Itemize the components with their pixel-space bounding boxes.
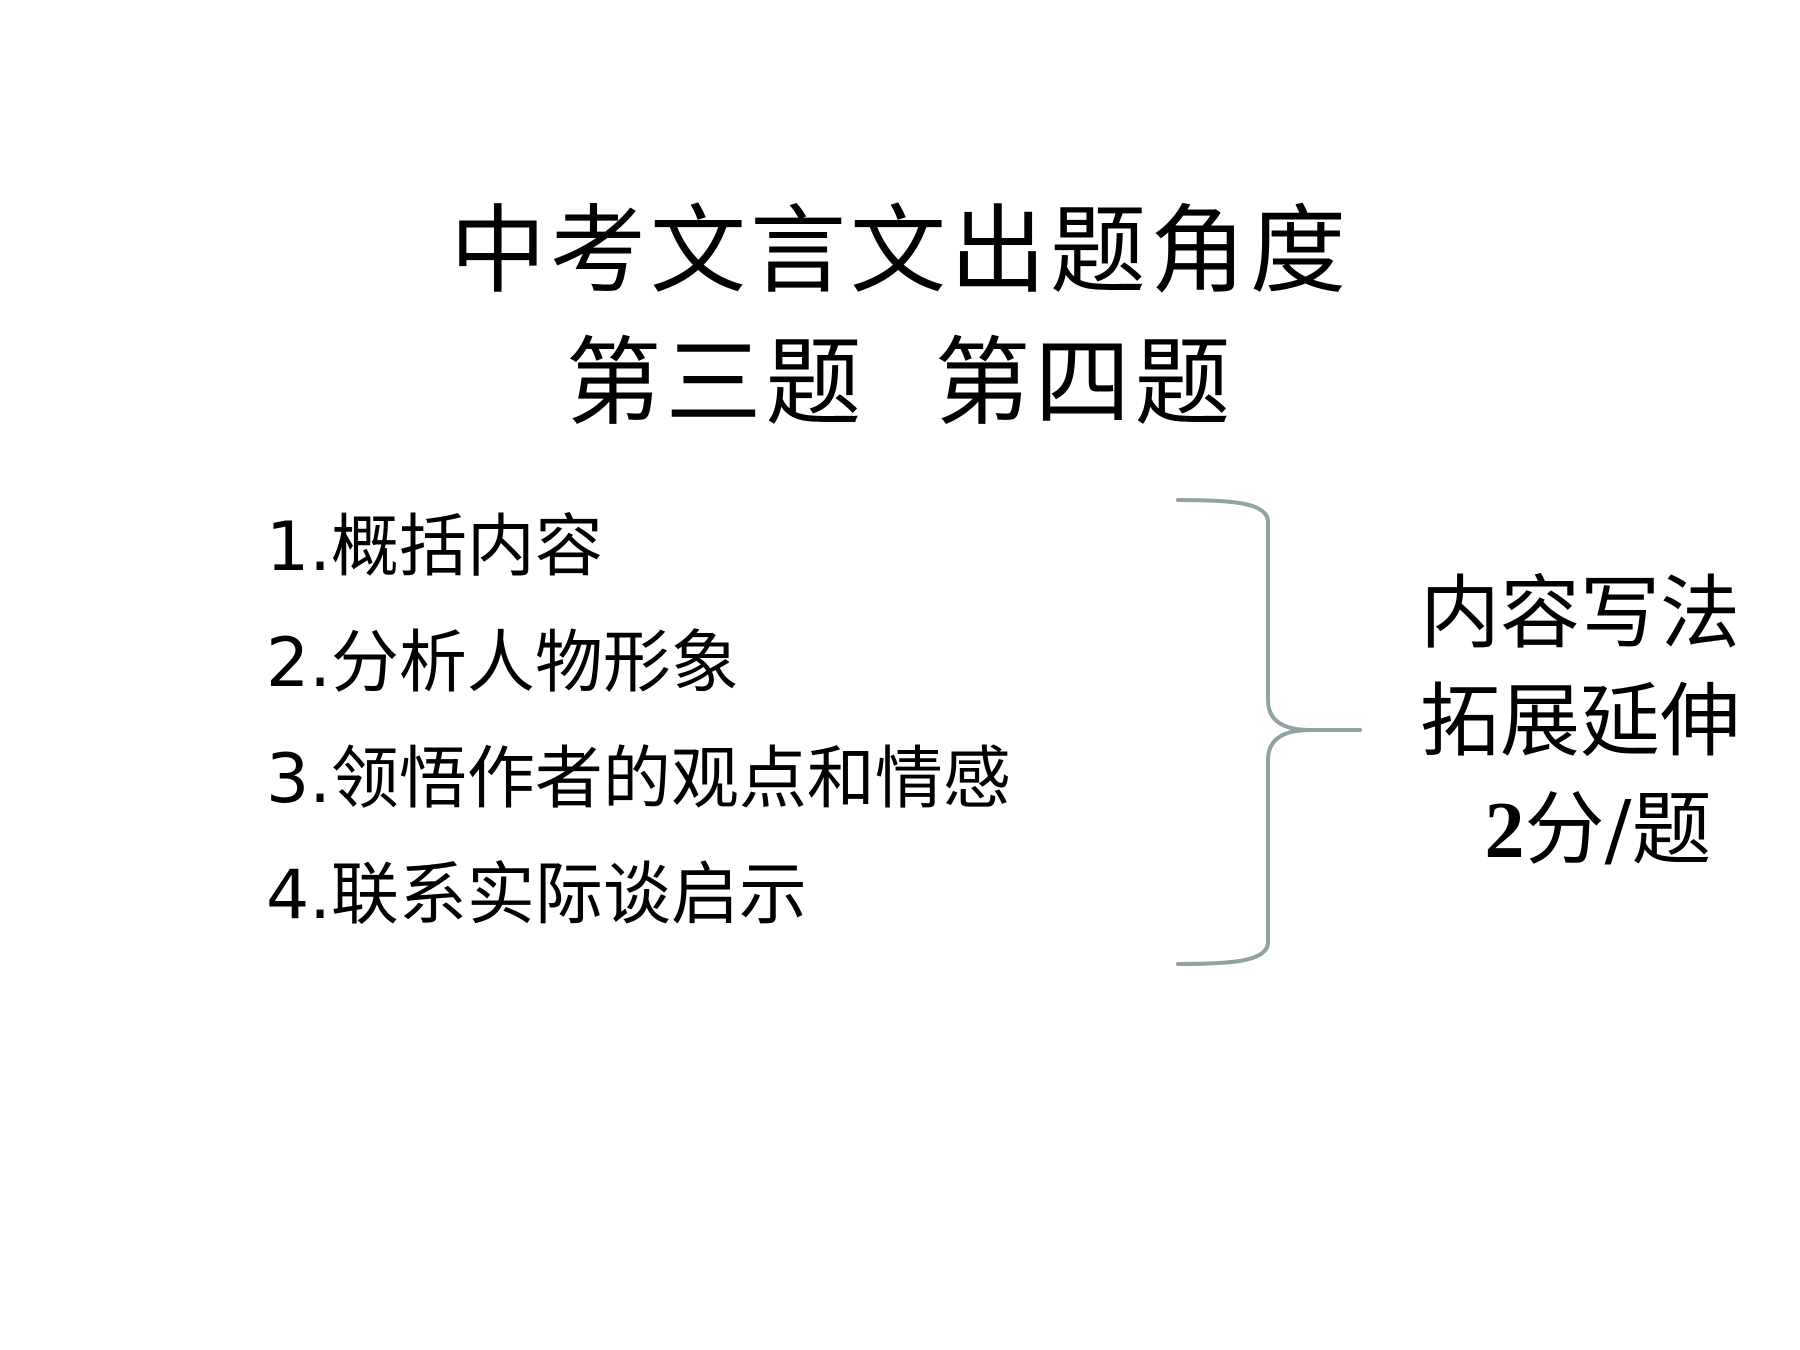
right-curly-brace [1176, 498, 1362, 966]
summary-line-content-method: 内容写法 [1420, 567, 1740, 660]
list-item: 2.分析人物形象 [266, 624, 739, 703]
list-item: 1.概括内容 [266, 508, 603, 587]
title-line-main: 中考文言文出题角度 [450, 195, 1350, 307]
list-item: 3.领悟作者的观点和情感 [266, 740, 1011, 819]
list-item: 4.联系实际谈启示 [266, 856, 807, 935]
question-angle-list: 1.概括内容 2.分析人物形象 3.领悟作者的观点和情感 4.联系实际谈启示 [266, 490, 1011, 954]
score-unit: 分/题 [1524, 783, 1712, 876]
slide-title: 中考文言文出题角度 第三题 第四题 [0, 185, 1800, 449]
title-line-questions: 第三题 第四题 [565, 327, 1235, 439]
score-per-question: 2分/题 [1380, 776, 1780, 885]
summary-block: 内容写法 拓展延伸 2分/题 [1380, 560, 1780, 885]
summary-line-extension: 拓展延伸 [1420, 675, 1740, 768]
score-number: 2 [1484, 787, 1525, 875]
